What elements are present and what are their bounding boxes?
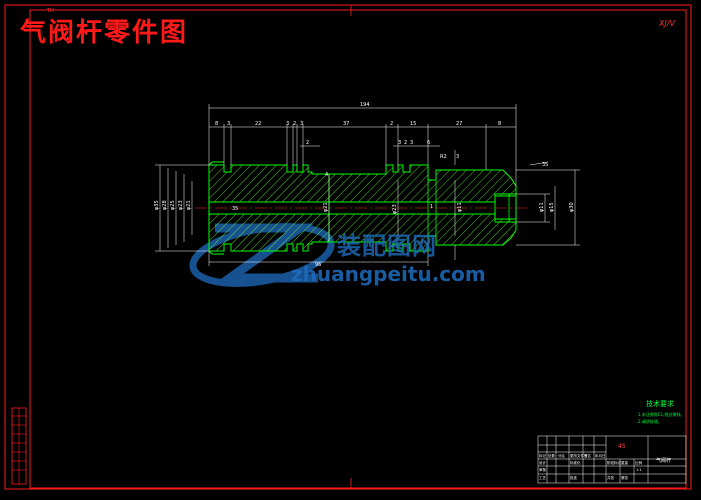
dim-top-10: 8 — [498, 121, 501, 127]
dim-top-2: 22 — [255, 121, 261, 127]
dim-top-6: 37 — [343, 121, 349, 127]
tb-label-2: 分区 — [558, 454, 565, 458]
tb-label-11: 审核 — [539, 468, 546, 472]
tb-label-13: 批准 — [570, 476, 577, 480]
dim-misc-1: 1 — [430, 204, 433, 210]
dim-center-1: φ23 — [392, 204, 398, 214]
left-diameter-labels: φ35 φ28 φ25 φ23 φ21 — [154, 200, 192, 210]
tb-label-3: 更改文件号 — [570, 454, 588, 458]
tb-label-12: 工艺 — [539, 476, 546, 480]
dim-overall: 194 — [360, 102, 370, 108]
top-code: TH — [47, 8, 54, 14]
tb-label-4: 签名 — [584, 454, 591, 458]
watermark-cn: 装配图网 — [337, 232, 437, 260]
dim-misc-4: R2 — [440, 154, 447, 160]
dim-misc-5: 35 — [542, 162, 548, 168]
lower-section — [208, 213, 517, 252]
dim-second-1: 3 — [398, 140, 401, 146]
dim-center-0: φ21 — [323, 202, 329, 212]
dim-left-4: φ21 — [186, 200, 192, 210]
tb-label-15: 第张 — [621, 476, 628, 480]
material-label: 45 — [618, 443, 626, 450]
title-block — [537, 435, 687, 484]
dim-right-1: φ15 — [549, 202, 555, 212]
dim-center-2: φ11 — [457, 202, 463, 212]
dim-left-3: φ23 — [178, 200, 184, 210]
dim-top-1: 3 — [227, 121, 230, 127]
tb-label-8: 阶段标记 — [607, 461, 621, 465]
inner-frame — [29, 9, 687, 489]
upper-section — [208, 164, 517, 203]
outer-frame — [4, 4, 692, 490]
drawing-title: 气阀杆零件图 — [20, 18, 189, 48]
watermark-url: zhuangpeitu.com — [291, 262, 486, 286]
dim-left-0: φ35 — [154, 200, 160, 210]
dim-right-0: φ11 — [539, 202, 545, 212]
dim-top-3: 3 — [286, 121, 289, 127]
dim-misc-3: 35 — [232, 206, 238, 212]
dim-right-2: φ30 — [569, 202, 575, 212]
tb-label-16: 1:1 — [636, 468, 642, 472]
dim-left-1: φ28 — [162, 200, 168, 210]
tb-label-1: 处数 — [548, 454, 555, 458]
tb-label-9: 重量 — [621, 461, 628, 465]
dimension-lines — [155, 104, 580, 266]
tb-label-10: 比例 — [635, 461, 642, 465]
dim-top-9: 27 — [456, 121, 462, 127]
valve-stem-part — [208, 161, 517, 255]
tech-requirement-line-2: 2.调质处理。 — [638, 419, 662, 424]
dim-top-0: 8 — [215, 121, 218, 127]
dim-misc-2: 3 — [456, 154, 459, 160]
dim-bottom-length: 96 — [315, 262, 321, 268]
tb-label-5: 年月日 — [595, 454, 606, 458]
dim-top-8: 15 — [410, 121, 416, 127]
corner-mark: XJ/V — [659, 19, 676, 28]
dim-misc-0: 4 — [325, 172, 328, 178]
dim-second-2: 2 — [404, 140, 407, 146]
center-diameter-labels: φ21 φ23 φ11 — [323, 202, 463, 214]
dim-left-2: φ25 — [170, 200, 176, 210]
tech-requirement-line-1: 1.未注倒角C1,锐边倒钝。 — [638, 412, 685, 417]
tb-label-14: 共张 — [607, 476, 614, 480]
tb-label-7: 标准化 — [570, 461, 581, 465]
tb-label-0: 标记 — [539, 454, 546, 458]
right-diameter-labels: φ11 φ15 φ30 — [539, 202, 575, 212]
dim-top-5: 3 — [300, 121, 303, 127]
dim-second-4: 6 — [427, 140, 430, 146]
dim-top-4: 2 — [293, 121, 296, 127]
tech-requirements-title: 技术要求 — [646, 400, 674, 408]
dim-second-3: 3 — [410, 140, 413, 146]
dim-second-0: 2 — [306, 140, 309, 146]
part-name-label: 气阀杆 — [656, 458, 672, 464]
dim-top-7: 2 — [390, 121, 393, 127]
tb-label-6: 设计 — [539, 461, 546, 465]
binding-boxes — [11, 407, 27, 485]
